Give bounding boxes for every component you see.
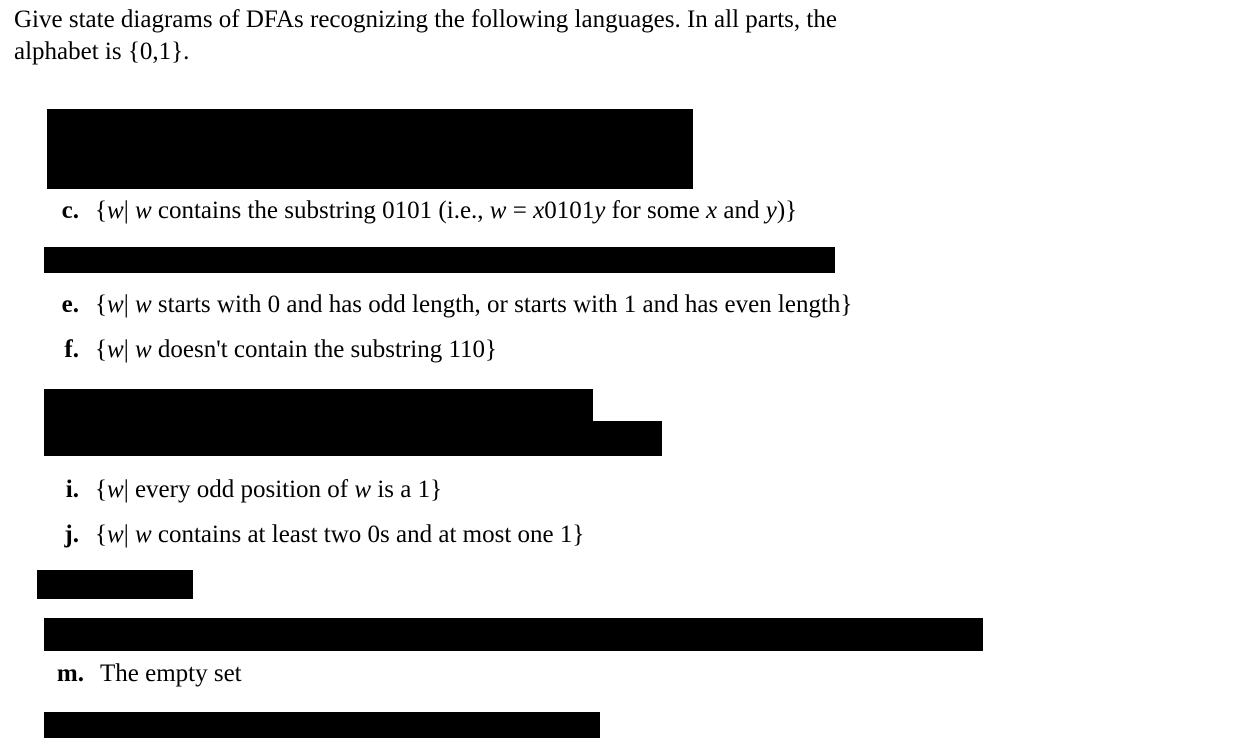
list-item-m: m. The empty set (57, 659, 242, 689)
list-item-m-label: m. (56, 660, 84, 687)
redaction-item-n (44, 712, 600, 738)
list-item-f-text: {w| w doesn't contain the substring 110} (95, 336, 498, 363)
list-item-f-label: f. (64, 336, 79, 363)
list-item-c-text: {w| w contains the substring 0101 (i.e.,… (95, 197, 798, 224)
list-item-j: j. {w| w contains at least two 0s and at… (64, 520, 585, 550)
redaction-item-k (37, 570, 193, 599)
intro-line-2: alphabet is {0,1}. (14, 38, 190, 65)
intro-paragraph: Give state diagrams of DFAs recognizing … (14, 4, 1154, 68)
list-item-j-label: j. (64, 521, 79, 548)
list-item-j-text: {w| w contains at least two 0s and at mo… (95, 521, 585, 548)
list-item-c: c. {w| w contains the substring 0101 (i.… (62, 196, 798, 226)
list-item-f: f. {w| w doesn't contain the substring 1… (64, 335, 498, 365)
redaction-item-d (44, 247, 835, 273)
redaction-item-h (44, 421, 662, 456)
list-item-e-text: {w| w starts with 0 and has odd length, … (95, 291, 853, 318)
redaction-items-a-b (47, 109, 693, 189)
list-item-c-label: c. (61, 197, 79, 224)
list-item-m-text: The empty set (100, 660, 242, 687)
list-item-e: e. {w| w starts with 0 and has odd lengt… (62, 290, 853, 320)
list-item-e-label: e. (61, 291, 79, 318)
list-item-i-label: i. (65, 476, 79, 503)
list-item-i-text: {w| every odd position of w is a 1} (95, 476, 443, 503)
list-item-i: i. {w| every odd position of w is a 1} (66, 475, 443, 505)
redaction-item-l (44, 618, 983, 651)
intro-line-1: Give state diagrams of DFAs recognizing … (14, 6, 837, 33)
